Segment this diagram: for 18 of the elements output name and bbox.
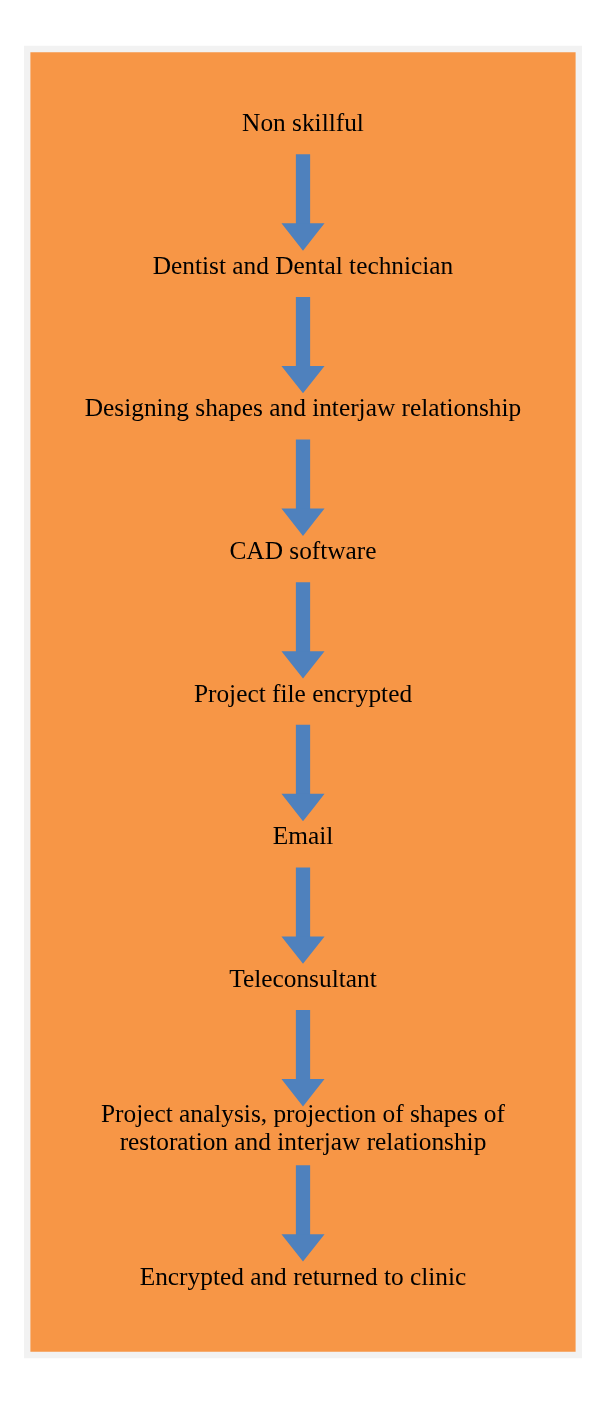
arrow	[281, 439, 325, 536]
node-text: Teleconsultant	[229, 963, 377, 992]
node-text: CAD software	[229, 535, 377, 564]
arrow	[281, 581, 325, 679]
arrow	[281, 153, 325, 251]
arrow	[281, 724, 325, 821]
node-text: Email	[272, 820, 334, 849]
node-text: Designing shapes and interjaw relationship	[84, 392, 522, 421]
arrow	[281, 1009, 325, 1106]
node-text: Non skillful	[242, 107, 364, 136]
node-text: Dentist and Dental technician	[152, 250, 454, 279]
arrow	[281, 296, 325, 393]
node-text: Project file encrypted	[193, 678, 413, 707]
node-text: Encrypted and returned to clinic	[139, 1261, 467, 1290]
arrow	[281, 866, 325, 964]
arrow	[281, 1164, 325, 1262]
cluster	[24, 45, 582, 1358]
node-text: Project analysis, projection of shapes of restoration and interjaw relationship	[101, 1098, 505, 1155]
